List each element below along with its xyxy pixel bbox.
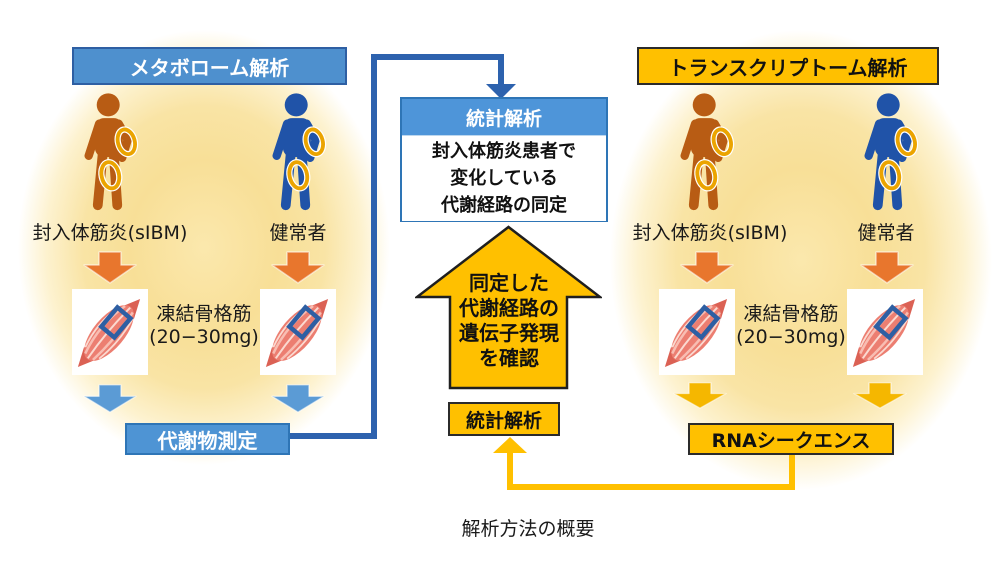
metabolome-glow-ellipse: [18, 30, 390, 465]
muscle-tissue-icon: [260, 289, 336, 375]
metabolite-measurement-label: 代謝物測定: [157, 428, 258, 453]
arrowhead-down-icon: [486, 84, 516, 99]
bigarrow-line1: 同定した: [469, 271, 549, 295]
connector-line-blue: [290, 433, 374, 439]
healthy-label: 健常者: [269, 222, 327, 244]
sample-label-line1: 凍結骨格筋: [156, 303, 252, 325]
sample-label-line2: (20−30mg): [149, 326, 259, 348]
arrow-down-icon: [680, 251, 734, 284]
muscle-tissue-icon: [847, 289, 923, 375]
bigarrow-line2: 代謝経路の: [459, 296, 559, 320]
statistical-analysis-box2-label: 統計解析: [465, 409, 542, 432]
connector-line-blue: [371, 54, 504, 60]
arrow-down-icon: [271, 251, 325, 284]
rna-sequencing-box: RNAシークエンス: [688, 423, 894, 455]
rna-sequencing-label: RNAシークエンス: [711, 429, 871, 452]
arrow-down-icon: [83, 384, 137, 413]
metabolome-header: メタボローム解析: [72, 47, 347, 85]
muscle-tissue-icon: [659, 289, 735, 375]
connector-line-gold: [507, 452, 513, 490]
pathway-identification-text: 封入体筋炎患者で 変化している 代謝経路の同定: [402, 135, 606, 221]
result-line3: 代謝経路の同定: [441, 195, 567, 216]
arrow-down-icon: [271, 384, 325, 413]
person-icon-healthy: [856, 93, 926, 215]
person-icon-patient: [672, 93, 742, 215]
healthy-label: 健常者: [857, 222, 915, 244]
arrow-down-icon: [853, 382, 907, 409]
metabolite-measurement-box: 代謝物測定: [125, 423, 290, 455]
connector-line-gold: [507, 484, 795, 490]
patient-label: 封入体筋炎(sIBM): [32, 222, 188, 244]
muscle-sample-box: [659, 289, 735, 375]
arrow-down-icon: [83, 251, 137, 284]
arrow-down-icon: [860, 251, 914, 284]
sample-label: 凍結骨格筋 (20−30mg): [726, 303, 856, 349]
transcriptome-header-label: トランスクリプトーム解析: [668, 55, 908, 80]
arrowhead-up-icon: [493, 437, 527, 453]
bigarrow-line3: 遺伝子発現: [459, 321, 559, 345]
result-line2: 変化している: [450, 168, 558, 189]
arrow-down-icon: [673, 382, 727, 409]
muscle-tissue-icon: [72, 289, 148, 375]
statistical-analysis-box2: 統計解析: [448, 402, 560, 436]
muscle-sample-box: [847, 289, 923, 375]
person-icon-healthy: [264, 93, 334, 215]
muscle-sample-box: [72, 289, 148, 375]
patient-label: 封入体筋炎(sIBM): [632, 222, 788, 244]
person-icon-patient: [76, 93, 146, 215]
transcriptome-glow-ellipse: [610, 30, 992, 490]
result-line1: 封入体筋炎患者で: [432, 141, 576, 162]
statistical-analysis-box: 統計解析 封入体筋炎患者で 変化している 代謝経路の同定: [400, 97, 608, 222]
connector-line-blue: [498, 54, 504, 85]
big-up-arrow: [415, 225, 602, 390]
gene-expression-confirmation-text: 同定した 代謝経路の 遺伝子発現 を確認: [423, 271, 595, 371]
connector-line-blue: [371, 54, 377, 439]
diagram-caption: 解析方法の概要: [461, 518, 595, 540]
transcriptome-header: トランスクリプトーム解析: [637, 47, 939, 85]
muscle-sample-box: [260, 289, 336, 375]
statistical-analysis-header: 統計解析: [402, 99, 606, 135]
statistical-analysis-header-label: 統計解析: [465, 107, 542, 130]
connector-line-gold: [789, 455, 795, 488]
sample-label-line1: 凍結骨格筋: [743, 303, 839, 325]
sample-label: 凍結骨格筋 (20−30mg): [139, 303, 269, 349]
metabolome-header-label: メタボローム解析: [129, 55, 290, 80]
sample-label-line2: (20−30mg): [736, 326, 846, 348]
bigarrow-line4: を確認: [479, 346, 539, 370]
